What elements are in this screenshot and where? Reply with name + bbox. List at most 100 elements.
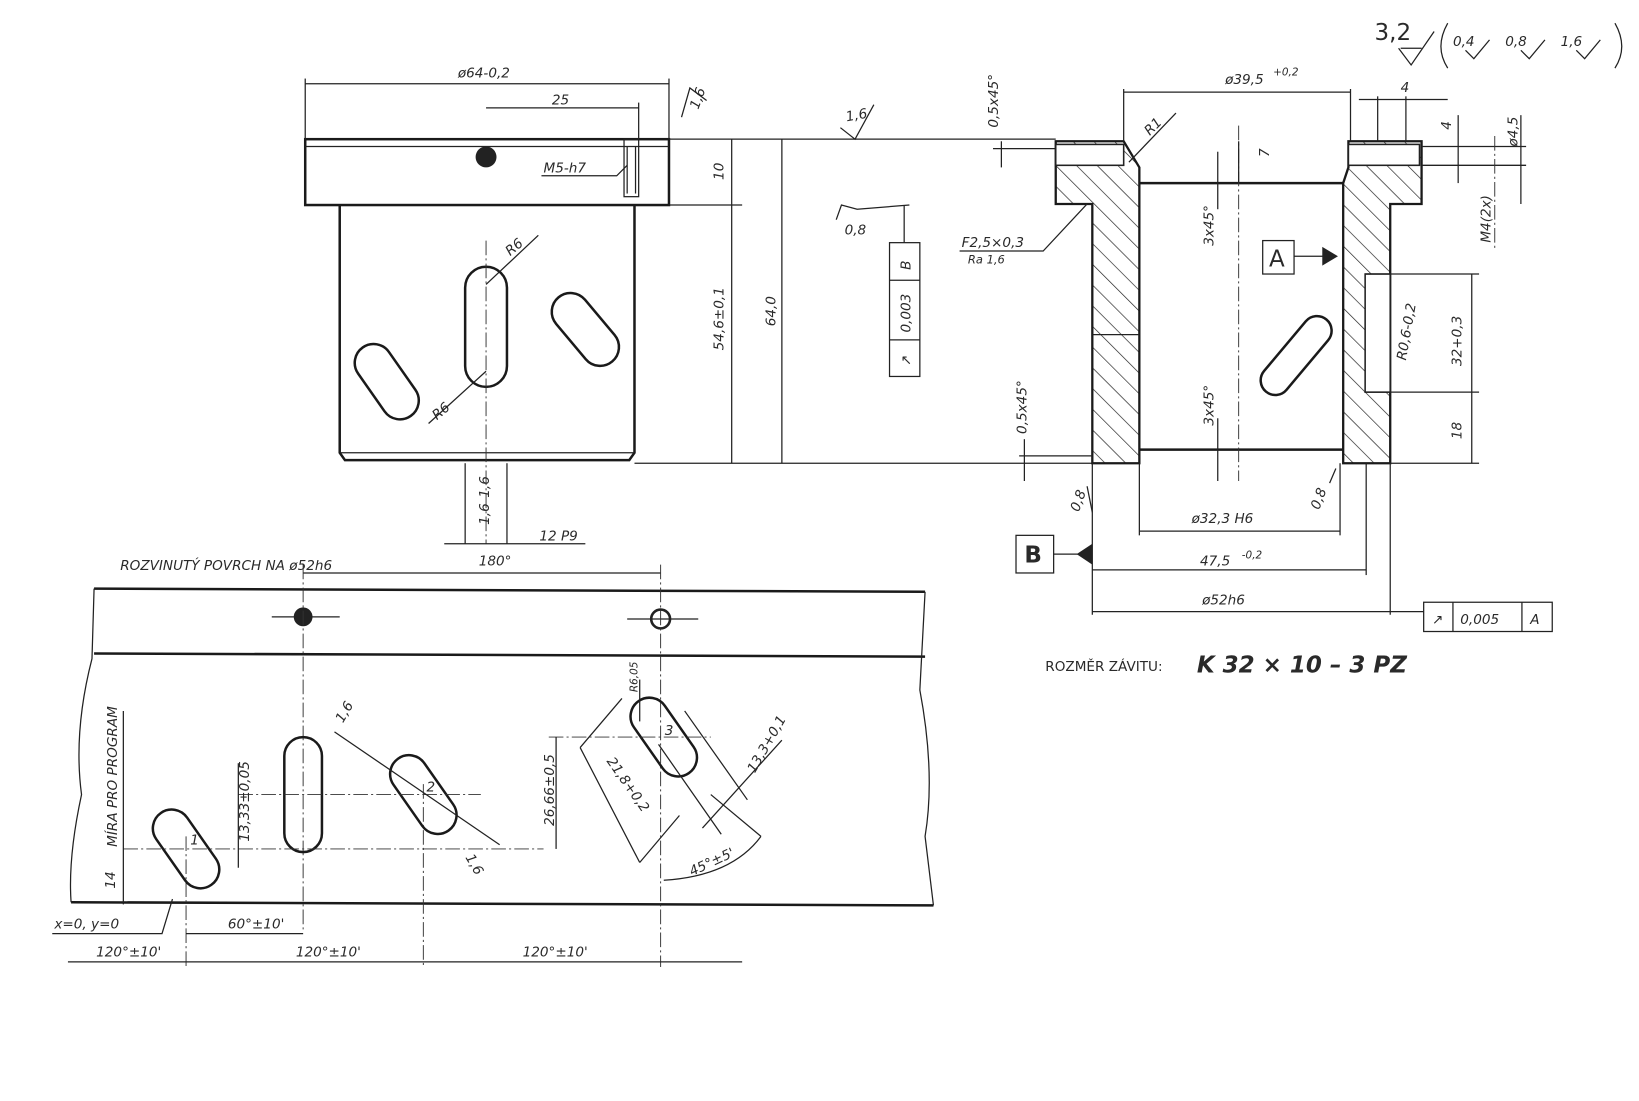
rough-slot-a: 1,6 [332, 698, 357, 725]
flange-outline [303, 137, 671, 207]
runout-tolerance-frame-a: ↗ 0,005 A [1423, 601, 1553, 633]
roughness-alt-1: 0,4 [1453, 34, 1475, 50]
break-line-right [919, 591, 935, 906]
dim-dia-39-5: ø39,5 [1224, 72, 1264, 88]
chamfer-3x45-top: 3x45° [1202, 205, 1218, 246]
internal-groove [1364, 273, 1392, 393]
parenthesis-icon [1440, 22, 1623, 69]
dim-13-33: 13,33±0,05 [237, 761, 253, 841]
roughness-symbol-icon [1398, 31, 1435, 67]
slot-2 [388, 753, 458, 836]
datum-b-label: B [1024, 543, 1042, 569]
rough-top: 1,6 [845, 106, 869, 126]
angle-120-a: 120°±10' [96, 945, 161, 961]
angle-60: 60°±10' [228, 916, 284, 932]
thread-hole-label: M5-h7 [544, 161, 587, 177]
dim-dia-4-5: ø4,5 [1506, 117, 1522, 148]
radius-r6-top: R6 [502, 235, 526, 259]
angle-45: 45°±5' [687, 845, 737, 880]
datum-b: B [1015, 534, 1093, 574]
dim-64: 64,0 [764, 296, 780, 326]
tol-datum: A [1529, 612, 1539, 628]
runout-icon: ↗ [898, 355, 914, 366]
dim-dia-52: ø52h6 [1201, 592, 1245, 608]
runout-tolerance-frame-b: B 0,003 ↗ [888, 242, 921, 378]
side-view: ø64-0,2 25 1,6 M5-h7 10 54,6±0,1 64,0 R6… [303, 66, 1093, 545]
thread-m4-label: M4(2x) [1479, 195, 1495, 243]
dim-13-3: 13,3+0,1 [744, 713, 789, 776]
section-wall-left [1054, 140, 1141, 465]
groove-label: F2,5×0,3 [962, 235, 1024, 251]
dim-7: 7 [1257, 148, 1273, 157]
rough-slot-1: 1,6 [477, 476, 493, 498]
datum-triangle-icon [1322, 246, 1338, 266]
dim-47-5-tol: -0,2 [1242, 549, 1262, 561]
slot-left [353, 342, 421, 421]
dim-18: 18 [1449, 422, 1465, 440]
rough-left-bore: 0,8 [1067, 488, 1090, 514]
radius-r0-6: R0,6-0,2 [1394, 302, 1420, 361]
slot-3-number: 3 [665, 723, 674, 739]
roughness-main: 3,2 [1375, 20, 1412, 46]
runout-icon: ↗ [1432, 612, 1443, 628]
chamfer-bottom: 0,5x45° [1014, 380, 1030, 434]
body-outline [338, 205, 636, 462]
roughness-symbol-icon [680, 86, 707, 118]
tol-value: 0,003 [898, 294, 914, 333]
rough-slot-2: 1,6 [477, 503, 493, 525]
program-label: MÍRA PRO PROGRAM [104, 706, 121, 847]
dim-14: 14 [103, 871, 119, 888]
rough-flange: 1,6 [687, 85, 710, 111]
roughness-legend: 3,2 0,4 0,8 1,6 [1375, 20, 1623, 69]
datum-a-label: A [1269, 247, 1285, 273]
rough-face: 0,8 [845, 222, 867, 238]
dim-32: 32+0,3 [1449, 316, 1465, 366]
dim-47-5: 47,5 [1200, 554, 1230, 570]
dim-4-horizontal: 4 [1401, 80, 1410, 96]
pin-hole-icon [475, 146, 497, 168]
thread-note-label: ROZMĚR ZÁVITU: [1045, 658, 1162, 675]
slot-1-number: 1 [190, 833, 199, 849]
dim-26-66: 26,66±0,5 [542, 754, 558, 826]
side-hole-left [1054, 143, 1125, 167]
datum-triangle-icon [1076, 543, 1093, 565]
angle-120-b: 120°±10' [296, 945, 361, 961]
dim-25: 25 [552, 93, 569, 109]
tol-datum: B [898, 261, 914, 270]
chamfer-3x45-bottom: 3x45° [1202, 385, 1218, 426]
groove-ra-label: Ra 1,6 [968, 253, 1005, 267]
dim-54-6: 54,6±0,1 [711, 287, 727, 350]
roughness-alt-3: 1,6 [1561, 34, 1583, 50]
dim-dia-32-3: ø32,3 H6 [1191, 511, 1254, 527]
roughness-alt-symbols-icon [1465, 39, 1601, 60]
origin-label: x=0, y=0 [53, 916, 119, 932]
radius-r1: R1 [1141, 115, 1165, 139]
angle-120-c: 120°±10' [523, 945, 588, 961]
break-line-left [69, 588, 95, 903]
datum-a: A [1262, 239, 1338, 275]
threaded-hole [623, 138, 640, 198]
slot-1 [151, 808, 221, 890]
angle-180: 180° [479, 554, 512, 570]
slot-2-number: 2 [426, 779, 435, 795]
dim-dia-39-5-tol: +0,2 [1273, 66, 1298, 78]
radius-r6-05: R6,05 [629, 661, 641, 692]
tol-value: 0,005 [1460, 612, 1499, 628]
keyway-label: 12 P9 [539, 529, 577, 545]
side-hole-right [1347, 143, 1421, 167]
section-view: ø39,5 +0,2 4 4 ø4,5 M4(2x) R1 0,5x45° F2… [959, 66, 1553, 633]
developed-title: ROZVINUTÝ POVRCH NA ø52h6 [120, 557, 332, 574]
rough-slot-b: 1,6 [462, 851, 487, 878]
slot-section [1259, 314, 1333, 397]
thread-note-value: K 32 × 10 – 3 PZ [1197, 652, 1408, 678]
roughness-alt-2: 0,8 [1505, 34, 1527, 50]
slot-3 [629, 696, 699, 778]
developed-surface-view: ROZVINUTÝ POVRCH NA ø52h6 180° 1 2 3 MÍR… [52, 554, 935, 968]
slot-right [550, 291, 621, 368]
chamfer-top: 0,5x45° [986, 74, 1002, 128]
thread-note: ROZMĚR ZÁVITU: K 32 × 10 – 3 PZ [1045, 652, 1408, 678]
dim-10: 10 [711, 163, 727, 180]
dim-flange-diameter: ø64-0,2 [457, 66, 510, 82]
rough-right-bore: 0,8 [1308, 486, 1331, 512]
